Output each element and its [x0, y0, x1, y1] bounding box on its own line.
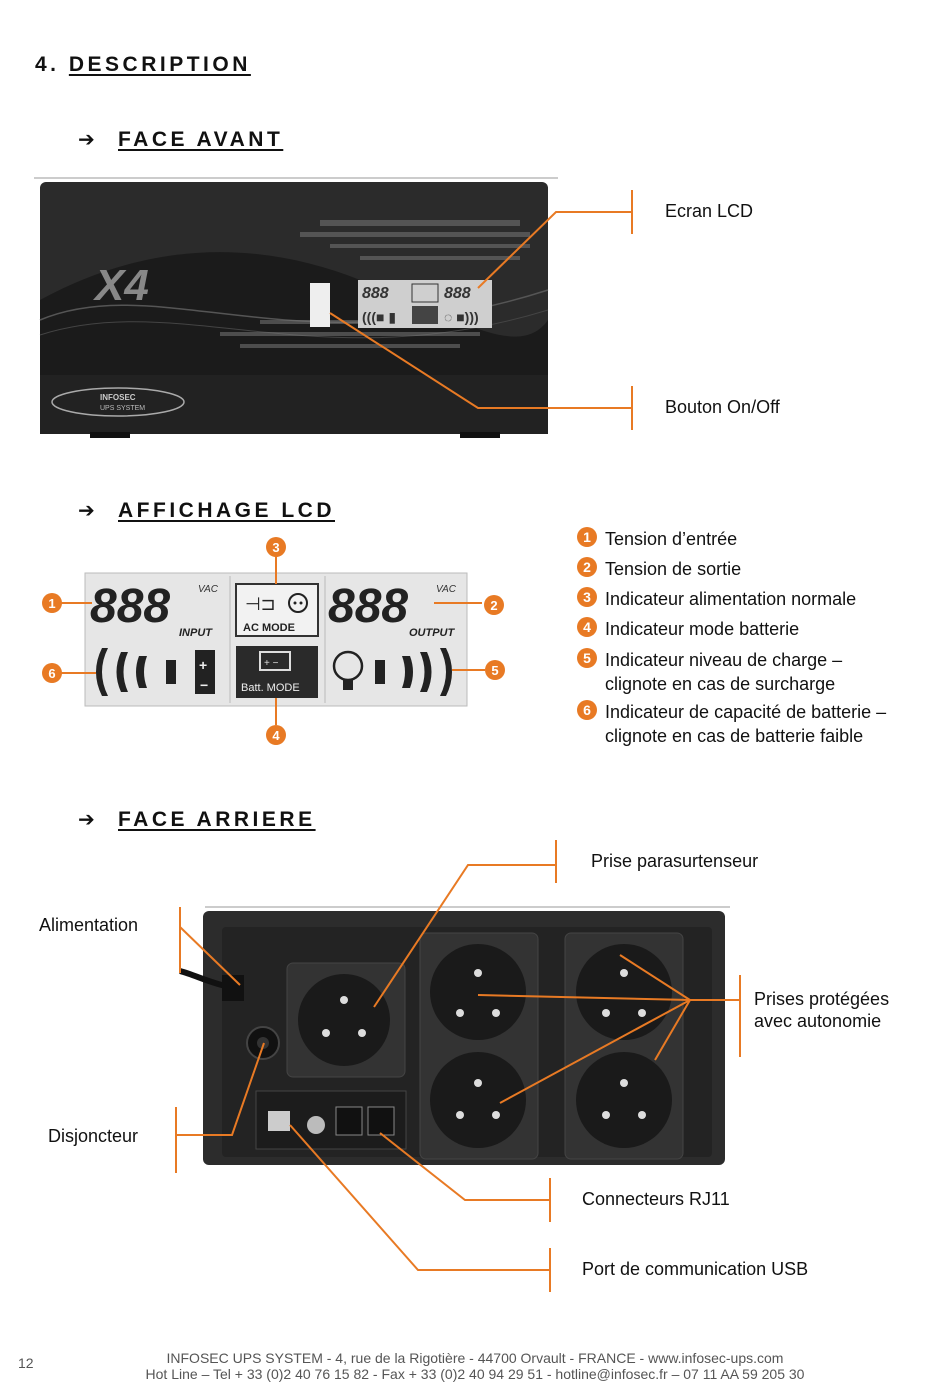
page-number: 12: [18, 1355, 34, 1371]
plug-icon: ⊣⊐: [245, 594, 276, 614]
socket-icon: [288, 593, 308, 613]
marker-6: 6: [48, 666, 55, 681]
ac-mode-label: AC MODE: [243, 622, 295, 634]
marker-5: 5: [491, 663, 498, 678]
callout-lcd-screen: Ecran LCD: [665, 201, 754, 221]
callout-breaker: Disjoncteur: [48, 1126, 139, 1146]
legend-number: 2: [577, 557, 597, 577]
callout-surge-outlet: Prise parasurtenseur: [591, 851, 759, 871]
subheading-rear: ➔ FACE ARRIERE: [78, 807, 316, 832]
legend-number: 6: [577, 700, 597, 720]
legend-text: Tension de sortie: [605, 559, 742, 579]
section-heading: 4. DESCRIPTION: [35, 53, 251, 77]
subheading-lcd: ➔ AFFICHAGE LCD: [78, 498, 335, 523]
ac-mode-indicator: [235, 583, 319, 637]
legend-text: Indicateur niveau de charge – clignote e…: [605, 650, 843, 694]
lcd-diagram: 888 VAC INPUT ⊣⊐ AC MODE + − Batt. MODE …: [42, 537, 505, 745]
lcd-output-digits: 888: [328, 580, 408, 633]
svg-text:UPS SYSTEM: UPS SYSTEM: [100, 405, 145, 412]
legend-number: 4: [577, 617, 597, 637]
svg-text:+ −: + −: [264, 658, 279, 669]
section-number: 4.: [35, 53, 60, 76]
lcd-input-digits: 888: [90, 580, 170, 633]
footer-line-1: INFOSEC UPS SYSTEM - 4, rue de la Rigoti…: [166, 1350, 784, 1366]
protected-outlets: [419, 932, 684, 1160]
rear-panel-figure: [175, 840, 741, 1292]
svg-text:◌ ■))): ◌ ■))): [444, 309, 479, 325]
brand-mark: X4: [92, 261, 149, 310]
lcd-output-label: OUTPUT: [409, 627, 456, 639]
callout-protected-outlets: Prises protégées avec autonomie: [754, 989, 890, 1031]
marker-2: 2: [490, 598, 497, 613]
battery-level-bars: + −: [96, 648, 215, 696]
subheading-rear-label: FACE ARRIERE: [118, 808, 316, 831]
power-button: [310, 283, 330, 327]
arrow-right-icon: ➔: [78, 129, 99, 151]
legend-number: 5: [577, 648, 597, 668]
lcd-input-label: INPUT: [179, 627, 213, 639]
svg-text:888: 888: [362, 285, 389, 302]
svg-text:INFOSEC: INFOSEC: [100, 393, 136, 402]
callout-usb-port: Port de communication USB: [582, 1259, 809, 1279]
legend-number: 1: [577, 527, 597, 547]
rj11-port-2: [367, 1106, 395, 1136]
callout-rj11: Connecteurs RJ11: [582, 1189, 730, 1209]
battery-icon: [195, 650, 215, 694]
svg-text:−: −: [200, 677, 208, 693]
legend-text: Indicateur de capacité de batterie – cli…: [605, 702, 887, 746]
arrow-right-icon: ➔: [78, 500, 99, 522]
svg-text:VAC: VAC: [436, 584, 457, 595]
subheading-front: ➔ FACE AVANT: [78, 127, 283, 152]
marker-1: 1: [48, 596, 55, 611]
reset-button: [307, 1116, 325, 1134]
svg-text:(((■ ▮: (((■ ▮: [362, 309, 396, 325]
usb-port: [268, 1111, 290, 1131]
infosec-logo: [51, 387, 185, 417]
legend-text: Indicateur mode batterie: [605, 619, 800, 639]
subheading-lcd-label: AFFICHAGE LCD: [118, 499, 335, 522]
arrow-right-icon: ➔: [78, 809, 99, 831]
callout-power-button: Bouton On/Off: [665, 397, 780, 417]
callout-power-input: Alimentation: [39, 915, 139, 935]
marker-4: 4: [272, 728, 280, 743]
legend-number: 3: [577, 587, 597, 607]
marker-3: 3: [272, 540, 279, 555]
legend-text: Tension d’entrée: [605, 529, 738, 549]
rj11-port-1: [335, 1106, 363, 1136]
batt-mode-label: Batt. MODE: [241, 682, 300, 694]
front-panel-figure: X4 888 888 (((■ ▮ ◌ ■))) INFOSEC UPS SYS…: [34, 177, 633, 438]
battery-icon: [259, 651, 291, 671]
legend-text: Indicateur alimentation normale: [605, 589, 857, 609]
section-title: DESCRIPTION: [68, 53, 251, 76]
subheading-front-label: FACE AVANT: [118, 128, 284, 151]
svg-text:+: +: [199, 657, 207, 673]
svg-text:VAC: VAC: [198, 584, 219, 595]
batt-mode-indicator: [236, 646, 318, 698]
footer-line-2: Hot Line – Tel + 33 (0)2 40 76 15 82 - F…: [145, 1366, 805, 1382]
load-level-bars: [332, 648, 452, 696]
svg-text:888: 888: [444, 285, 471, 302]
